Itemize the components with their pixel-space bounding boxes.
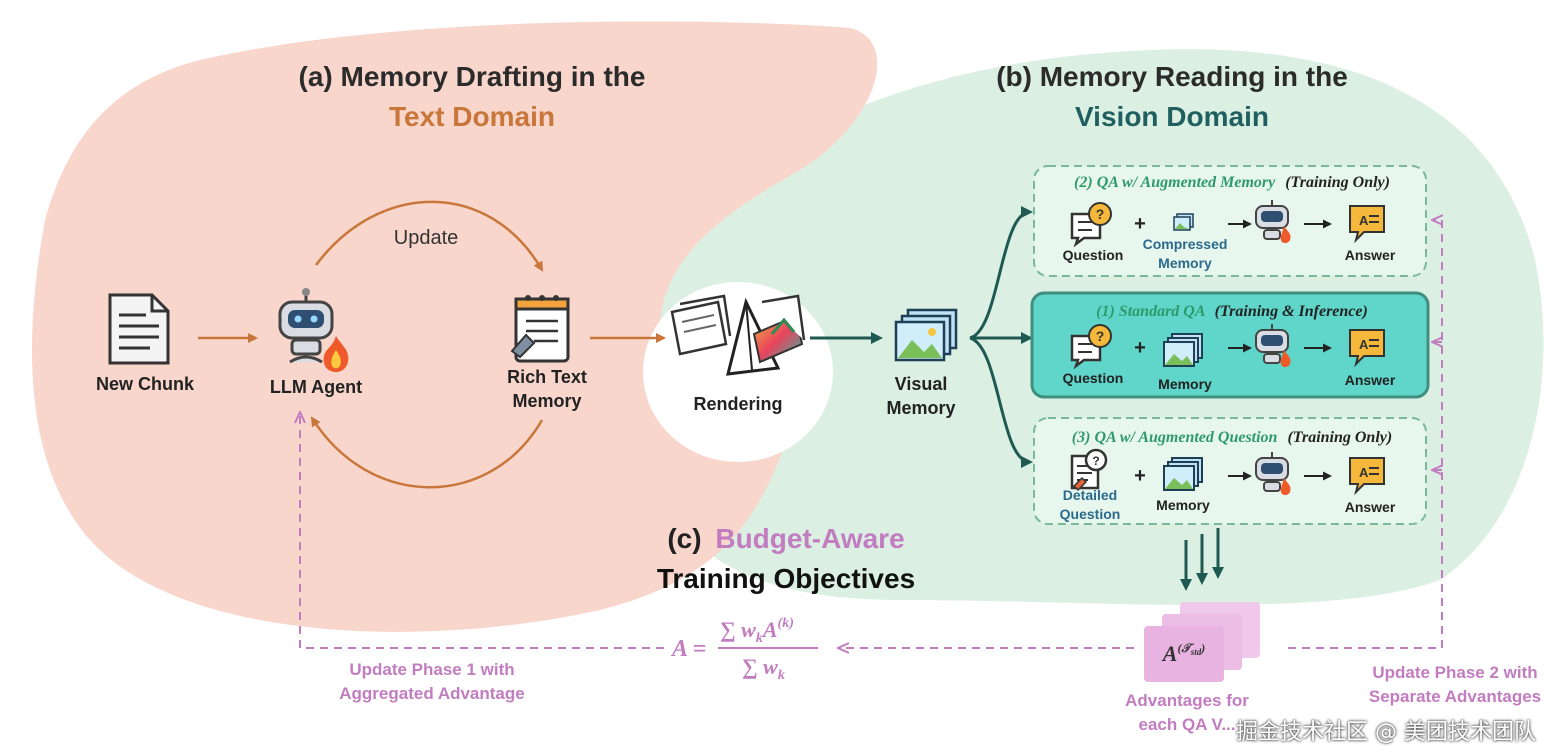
- robot-icon: [1255, 200, 1291, 243]
- rich-text-label-line2: Memory: [512, 391, 581, 411]
- fire-icon: [323, 336, 349, 372]
- svg-text:A =: A =: [670, 636, 706, 662]
- qa-standard-box: (1) Standard QA (Training & Inference) ?…: [1030, 291, 1430, 399]
- document-icon: [108, 293, 170, 365]
- arrow-update-bottom: [310, 416, 544, 489]
- text-domain-panel: [31, 21, 878, 632]
- arrow-phase1-update: [300, 414, 664, 649]
- new-chunk-label: New Chunk: [96, 374, 195, 394]
- visual-memory-icon: [894, 308, 958, 362]
- update-phase2-label-line2: Separate Advantages: [1369, 687, 1541, 706]
- panel-a-title-line1: (a) Memory Drafting in the: [299, 61, 646, 92]
- qa3-title-suffix: (Training Only): [1287, 429, 1392, 446]
- rendering-prism-icon: [670, 294, 806, 376]
- svg-text:?: ?: [1096, 328, 1105, 344]
- memory-icon: [1163, 333, 1203, 367]
- panel-c-title-accent: Budget-Aware: [715, 523, 904, 554]
- qa1-plus: +: [1134, 337, 1146, 359]
- compressed-memory-icon: [1173, 213, 1194, 231]
- svg-text:(1) Standard QA (Trainin: (1) Standard QA (Training & Inference): [1096, 303, 1368, 320]
- svg-text:∑ wk: ∑ wk: [742, 654, 785, 683]
- robot-icon: [1255, 324, 1291, 367]
- rendering-label: Rendering: [693, 394, 782, 414]
- update-label: Update: [394, 227, 459, 249]
- arrow-update-top: [315, 200, 544, 272]
- aggregated-advantage-formula: A = ∑ wkA(k) ∑ wk: [670, 616, 818, 683]
- panel-b-title-line2: Vision Domain: [1075, 101, 1269, 132]
- qa1-title-suffix: (Training & Inference): [1215, 303, 1368, 320]
- qa2-memory-label-line1: Compressed: [1143, 236, 1228, 252]
- arrow-branch-bottom: [969, 336, 1033, 468]
- svg-text:A: A: [1359, 337, 1369, 352]
- answer-icon: A: [1349, 457, 1385, 496]
- advantages-label-line1: Advantages for: [1125, 691, 1249, 710]
- panel-b-title-line1: (b) Memory Reading in the: [996, 61, 1348, 92]
- qa3-plus: +: [1134, 465, 1146, 487]
- update-phase1-label-line1: Update Phase 1 with: [349, 660, 514, 679]
- qa1-memory-label: Memory: [1158, 376, 1212, 392]
- svg-text:A: A: [1359, 213, 1369, 228]
- qa2-title-suffix: (Training Only): [1285, 174, 1390, 191]
- answer-icon: A: [1349, 205, 1385, 244]
- visual-memory-label-line2: Memory: [886, 398, 955, 418]
- advantage-cards: [1144, 602, 1260, 682]
- notepad-icon: [510, 295, 570, 363]
- svg-text:A: A: [1359, 465, 1369, 480]
- question-icon: ?: [1070, 202, 1112, 248]
- update-phase2-label-line1: Update Phase 2 with: [1372, 663, 1537, 682]
- qa3-title: (3) QA w/ Augmented Question: [1072, 429, 1278, 446]
- rich-text-label-line1: Rich Text: [507, 367, 587, 387]
- qa1-question-label: Question: [1063, 370, 1124, 386]
- panel-c-title-line2: Training Objectives: [657, 563, 915, 594]
- qa1-title: (1) Standard QA: [1096, 303, 1206, 320]
- update-phase1-label-line2: Aggregated Advantage: [339, 684, 524, 703]
- svg-text:∑ wkA(k): ∑ wkA(k): [720, 616, 794, 646]
- panel-a-title-line2: Text Domain: [389, 101, 555, 132]
- qa2-memory-label-line2: Memory: [1158, 255, 1212, 271]
- robot-icon: [1255, 452, 1291, 495]
- svg-text:(2) QA w/ Augmented Memory: (2) QA w/ Augmented Memory (Training Onl…: [1074, 174, 1390, 191]
- qa2-question-label: Question: [1063, 247, 1124, 263]
- arrow-phase2-update: [1288, 220, 1443, 649]
- qa2-plus: +: [1134, 213, 1146, 235]
- answer-icon: A: [1349, 329, 1385, 368]
- qa3-question-label-line1: Detailed: [1063, 487, 1117, 503]
- watermark: 掘金技术社区 @ 美团技术团队: [1236, 720, 1536, 745]
- qa2-answer-label: Answer: [1345, 247, 1396, 263]
- qa-augmented-memory-box: (2) QA w/ Augmented Memory (Training Onl…: [1033, 165, 1427, 277]
- panel-c-title-prefix: (c): [667, 523, 701, 554]
- svg-text:(3) QA w/ Augmented Question: (3) QA w/ Augmented Question (Training O…: [1072, 429, 1392, 446]
- qa3-memory-label: Memory: [1156, 497, 1210, 513]
- qa3-question-label-line2: Question: [1060, 506, 1121, 522]
- robot-icon: [278, 288, 334, 364]
- svg-text:?: ?: [1096, 206, 1105, 222]
- qa1-answer-label: Answer: [1345, 372, 1396, 388]
- advantages-label-line2: each QA V...: [1138, 715, 1235, 734]
- visual-memory-label-line1: Visual: [895, 374, 948, 394]
- qa3-answer-label: Answer: [1345, 499, 1396, 515]
- svg-text:?: ?: [1092, 454, 1099, 468]
- arrow-branch-top: [969, 206, 1033, 340]
- memory-icon: [1163, 457, 1203, 491]
- svg-text:(c) Budget-Aware: (c) Budget-Aware: [667, 523, 904, 554]
- qa2-title: (2) QA w/ Augmented Memory: [1074, 174, 1276, 191]
- llm-agent-label: LLM Agent: [270, 377, 362, 397]
- detailed-question-icon: ?: [1070, 448, 1108, 492]
- qa-augmented-question-box: (3) QA w/ Augmented Question (Training O…: [1033, 417, 1427, 525]
- question-icon: ?: [1070, 324, 1112, 370]
